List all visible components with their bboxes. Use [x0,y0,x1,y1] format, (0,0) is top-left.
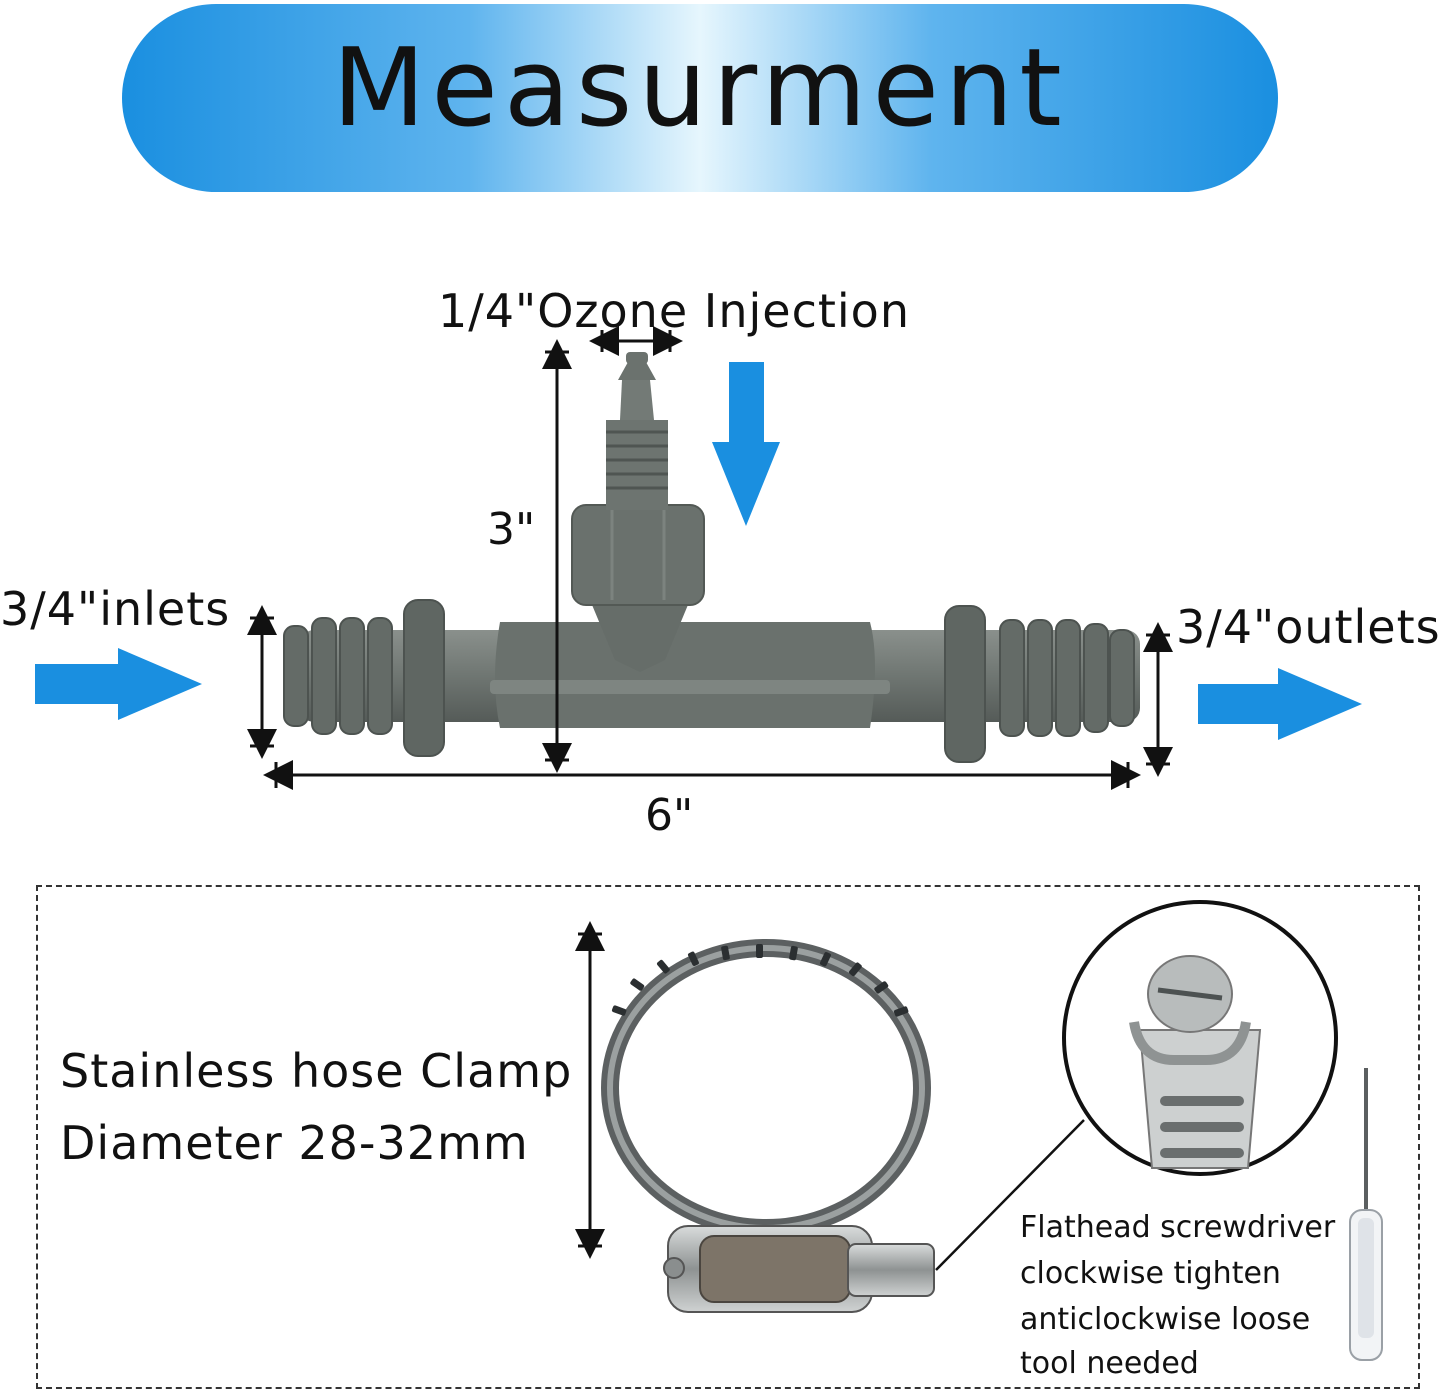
screwdriver-icon [1349,1068,1383,1361]
height-dimension-label: 3" [487,504,536,555]
title-banner: Measurment [122,4,1278,192]
note-line-1: Flathead screwdriver [1020,1210,1336,1245]
outlet-arrow-icon [1198,668,1362,740]
outlet-label: 3/4"outlets [1176,600,1441,654]
venturi-injector [283,352,1140,763]
flow-arrows [35,362,1362,740]
ozone-down-arrow-icon [712,362,780,526]
detail-leader-line [935,1119,1085,1271]
hose-clamp [601,939,935,1313]
note-line-4: tool needed [1020,1346,1199,1381]
note-line-2: clockwise tighten [1020,1256,1281,1291]
clamp-diameter: Diameter 28-32mm [60,1116,529,1170]
inlet-label: 3/4"inlets [0,582,231,636]
length-dimension-label: 6" [645,790,694,841]
banner-title: Measurment [332,26,1068,151]
ozone-injection-label: 1/4"Ozone Injection [438,284,910,338]
note-line-3: anticlockwise loose [1020,1302,1311,1337]
inlet-arrow-icon [35,648,202,720]
screw-detail-circle [1062,900,1338,1176]
dimension-lines [247,326,1173,1259]
clamp-title: Stainless hose Clamp [60,1044,573,1098]
clamp-section [36,885,1420,1389]
